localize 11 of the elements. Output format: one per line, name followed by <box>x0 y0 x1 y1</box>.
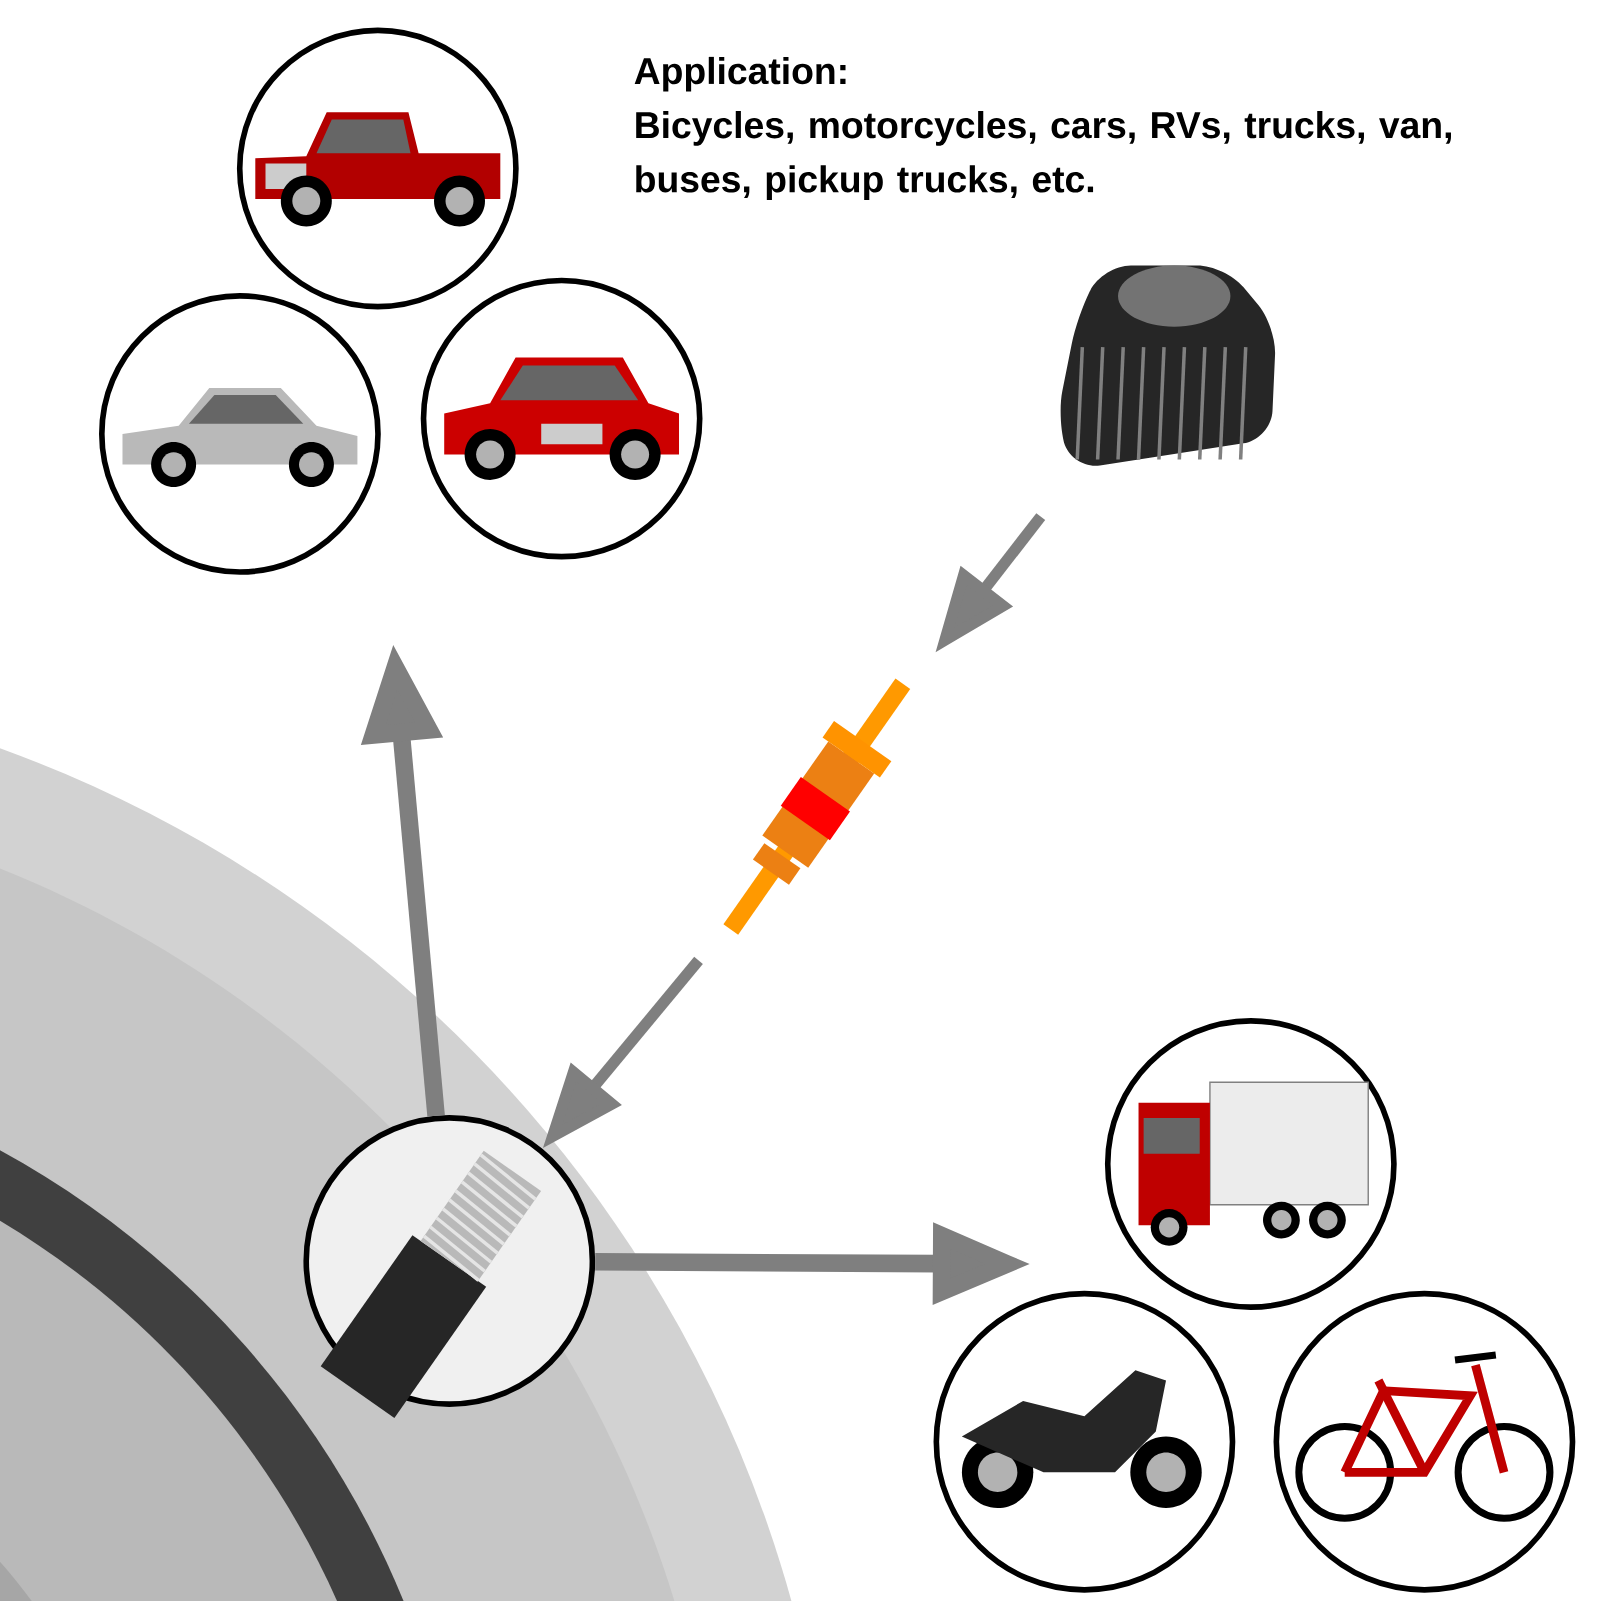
sedan-car-picture <box>99 293 381 575</box>
suv-car-picture <box>420 277 703 560</box>
valve-core-picture <box>723 678 911 935</box>
heading: Application: <box>634 56 846 92</box>
valve-cap-picture <box>1060 265 1276 466</box>
motorcycle-picture <box>933 1290 1236 1593</box>
body-text: Bicycles, motorcycles, cars, RVs, trucks, van, buses, pickup trucks, etc. <box>636 111 1451 200</box>
truck-picture <box>1104 1018 1397 1310</box>
valve-stem-picture <box>303 1115 596 1418</box>
bicycle-picture <box>1273 1290 1576 1593</box>
pickup-truck-picture <box>236 27 519 310</box>
